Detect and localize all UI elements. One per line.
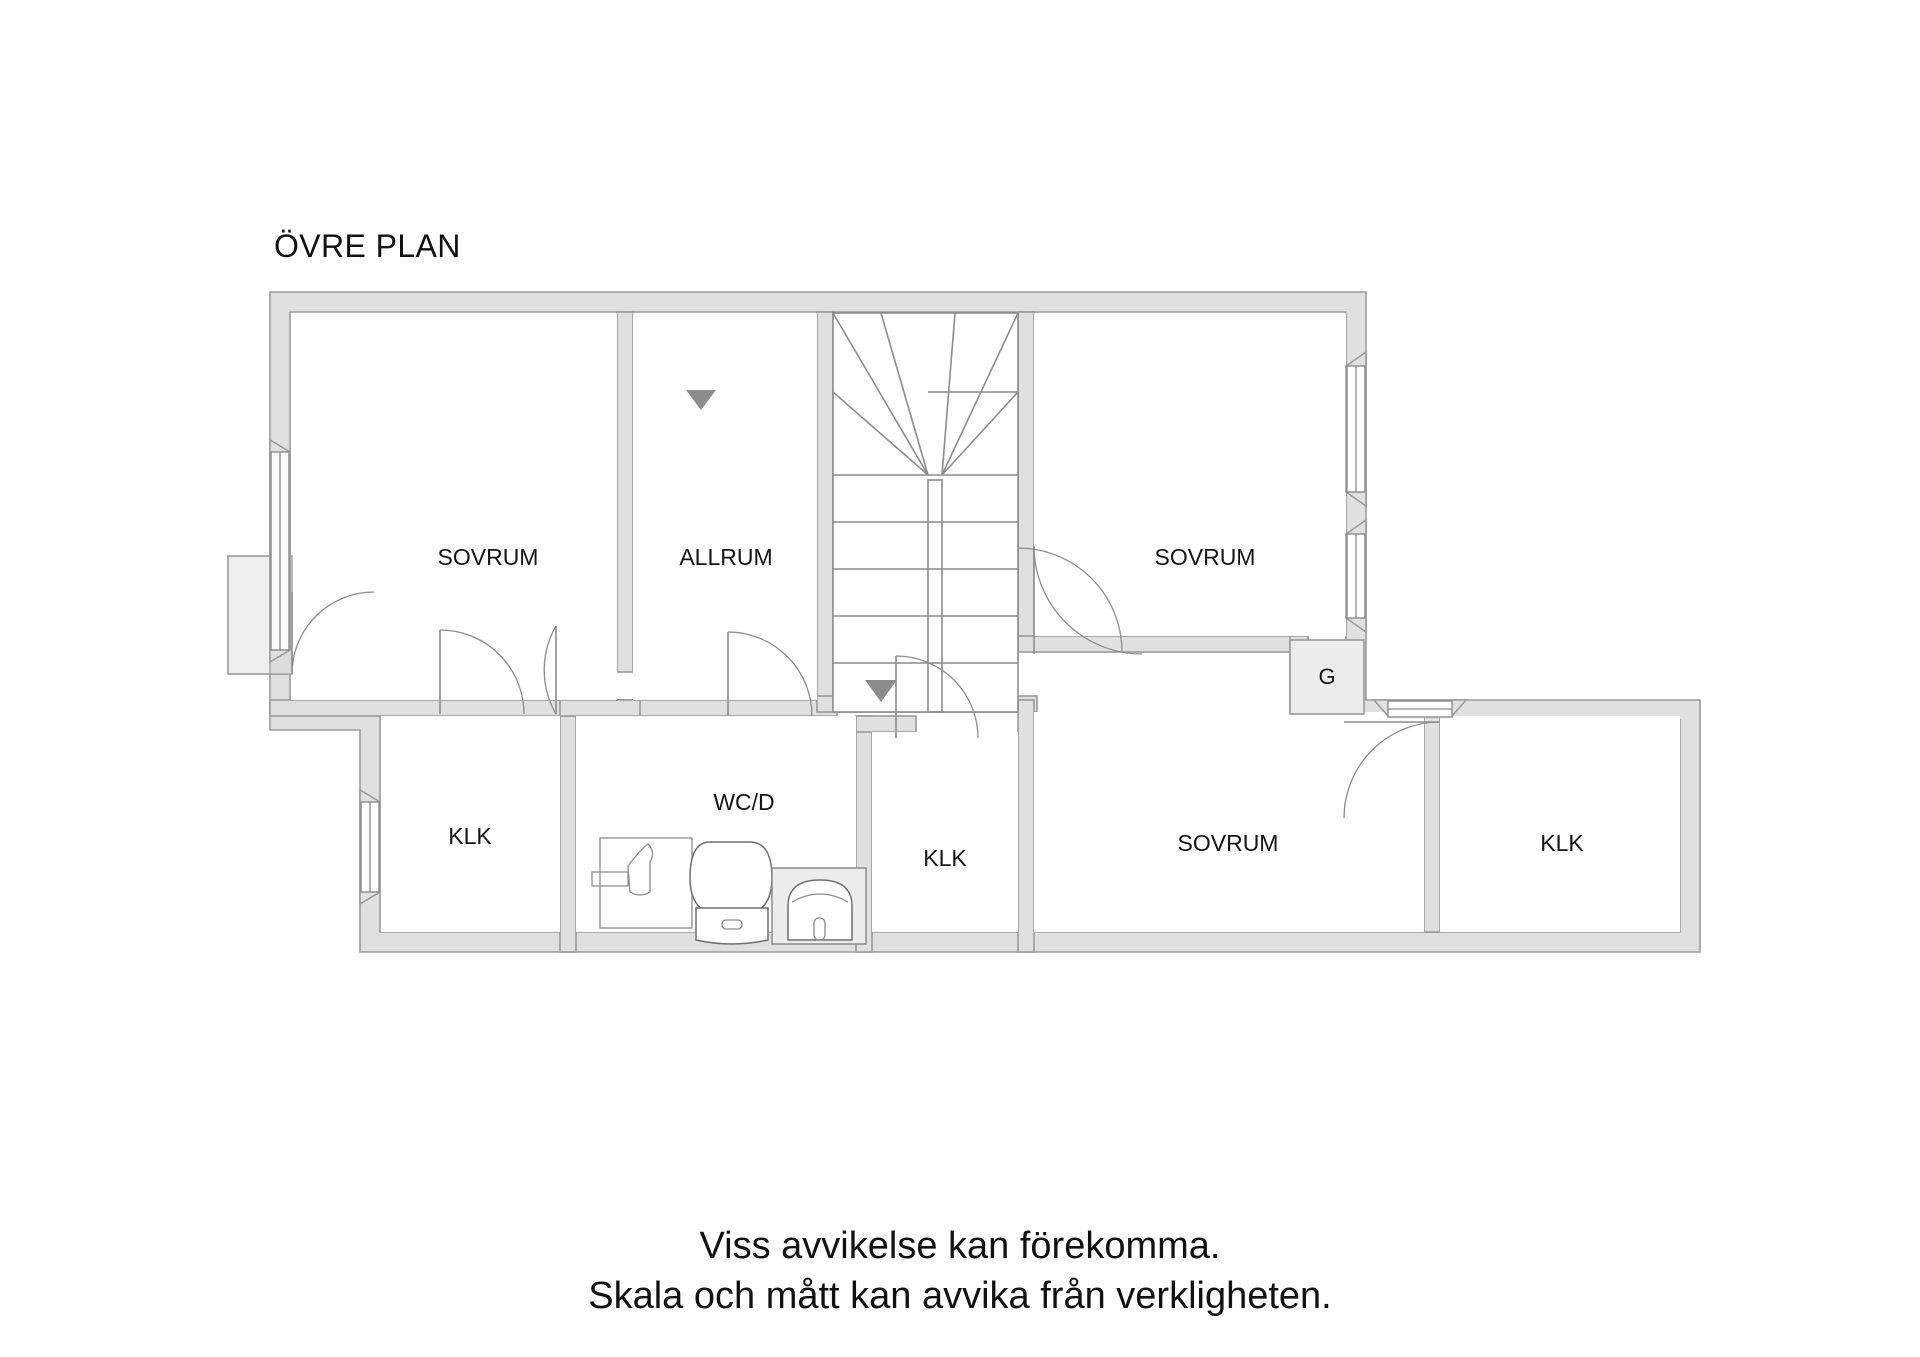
room-label-g: G xyxy=(1318,664,1335,689)
door-wc xyxy=(727,631,813,717)
stair-down-arrow xyxy=(865,680,897,702)
closet-g: G xyxy=(1289,639,1365,715)
toilet-fixture xyxy=(689,841,773,945)
room-labels: SOVRUM ALLRUM SOVRUM KLK WC/D KLK SOVRUM… xyxy=(438,544,1585,871)
room-label-klk-right: KLK xyxy=(1540,830,1584,856)
stair-direction-arrow xyxy=(686,390,716,410)
windows xyxy=(269,350,1468,906)
stair-stringer xyxy=(927,479,943,713)
staircase xyxy=(686,312,1019,713)
room-interiors xyxy=(291,313,1680,932)
door-allrum-left xyxy=(543,625,557,715)
washbasin-fixture xyxy=(771,867,867,945)
window-klk-left xyxy=(359,788,381,906)
door-sovrum-lower xyxy=(1017,547,1123,653)
door-balcony xyxy=(291,591,375,675)
window-lower-right xyxy=(1372,699,1468,718)
room-label-sovrum-lower: SOVRUM xyxy=(1178,830,1279,856)
stair-treads xyxy=(833,474,1018,664)
bathroom-fixtures xyxy=(591,837,867,945)
room-label-klk-left: KLK xyxy=(448,823,492,849)
window-right-lower xyxy=(1345,518,1367,634)
door-sovrum-right xyxy=(1033,545,1143,655)
doors xyxy=(291,545,1441,819)
door-klk-mid xyxy=(895,655,979,739)
room-label-sovrum-right: SOVRUM xyxy=(1155,544,1256,570)
room-label-klk-mid: KLK xyxy=(923,845,967,871)
disclaimer-line-2: Skala och mått kan avvika från verklighe… xyxy=(588,1275,1332,1317)
stair-winders xyxy=(832,312,1019,476)
window-right-upper xyxy=(1345,350,1367,508)
disclaimer-line-1: Viss avvikelse kan förekomma. xyxy=(699,1225,1221,1267)
page-title: ÖVRE PLAN xyxy=(274,228,461,264)
window-left-sovrum xyxy=(269,438,291,664)
door-klk-right xyxy=(1343,721,1441,819)
room-label-wc-d: WC/D xyxy=(713,789,774,815)
room-label-allrum: ALLRUM xyxy=(679,544,772,570)
door-sovrum-left xyxy=(439,629,525,715)
room-label-sovrum-left: SOVRUM xyxy=(438,544,539,570)
